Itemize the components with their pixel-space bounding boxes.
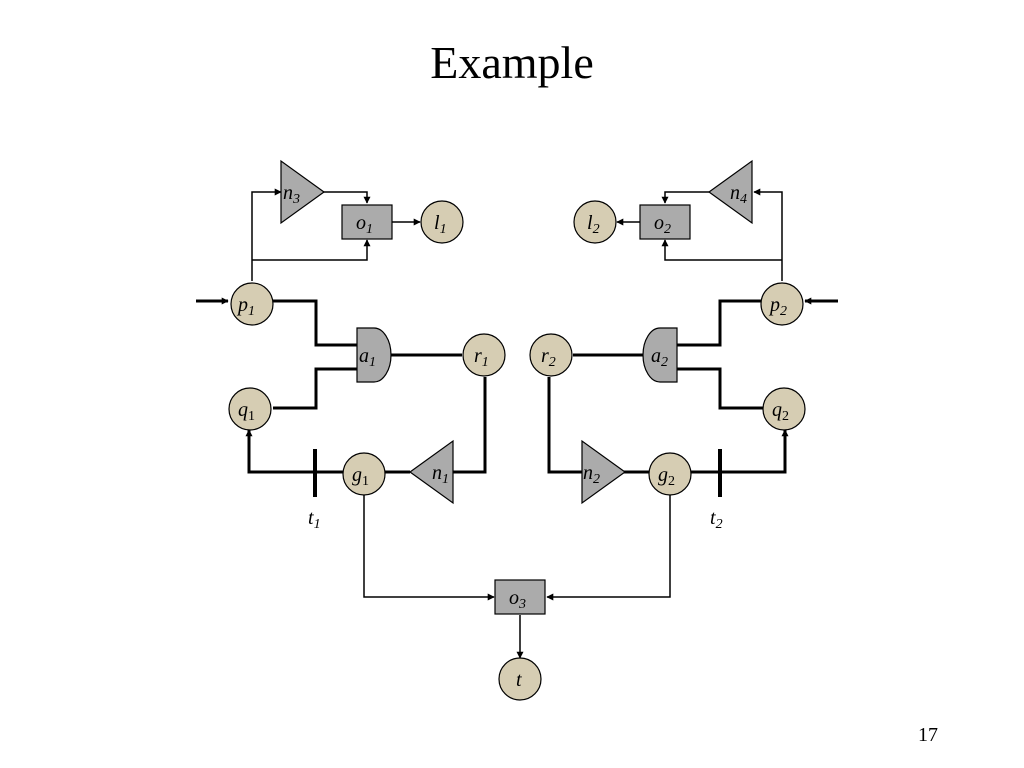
label-n2: n2 <box>583 462 600 487</box>
place-r1 <box>462 333 506 377</box>
connection-lines <box>196 188 838 659</box>
label-l1: l1 <box>434 212 447 237</box>
edge-n4-o2 <box>661 191 709 204</box>
label-g1: g1 <box>352 464 369 489</box>
label-q2: q2 <box>772 399 789 424</box>
label-g2: g2 <box>658 464 675 489</box>
edge-n3-o1 <box>323 191 371 204</box>
label-o3: o3 <box>509 587 526 612</box>
triangle-n3 <box>280 159 326 225</box>
wire-p1-a1 <box>273 299 358 347</box>
label-q1: q1 <box>238 399 255 424</box>
label-n4: n4 <box>730 182 747 207</box>
slide-title: Example <box>430 37 594 88</box>
label-t1: t1 <box>308 507 321 532</box>
box-o3 <box>494 579 546 615</box>
wire-r1-n1 <box>453 377 487 474</box>
node-labels: p1 p2 q1 q2 r1 r2 g1 g2 l1 l2 t o1 o2 o3… <box>236 182 789 691</box>
place-q2 <box>762 387 806 431</box>
label-n3: n3 <box>283 182 300 207</box>
place-p2 <box>760 282 804 326</box>
wire-q1-a1 <box>273 367 358 410</box>
place-g1 <box>342 452 386 496</box>
label-o2: o2 <box>654 212 671 237</box>
edge-p1-o1 <box>252 239 371 261</box>
place-p1 <box>230 282 274 326</box>
box-o1 <box>341 204 393 240</box>
label-o1: o1 <box>356 212 373 237</box>
and-gate-a1 <box>356 327 392 383</box>
edge-g1-o3 <box>363 495 495 601</box>
label-t: t <box>516 669 522 691</box>
wire-r2-n2 <box>547 377 582 474</box>
label-a2: a2 <box>651 345 668 370</box>
edge-p1-n3 <box>251 188 282 281</box>
wire-q2-a2 <box>677 367 763 410</box>
place-q1 <box>228 387 272 431</box>
edge-g2-o3 <box>546 495 671 601</box>
place-g2 <box>648 452 692 496</box>
label-l2: l2 <box>587 212 600 237</box>
triangle-n1 <box>408 439 454 505</box>
label-p2: p2 <box>768 294 787 319</box>
label-t2: t2 <box>710 507 723 532</box>
wire-g2-q2 <box>691 429 787 474</box>
place-l1 <box>420 200 464 244</box>
place-t <box>498 657 542 701</box>
box-o2 <box>639 204 691 240</box>
place-l2 <box>573 200 617 244</box>
label-r1: r1 <box>474 345 489 370</box>
wire-g1-q1 <box>247 429 343 474</box>
wire-p2-a2 <box>677 299 762 347</box>
label-r2: r2 <box>541 345 556 370</box>
edge-p2-n4 <box>753 188 783 281</box>
label-p1: p1 <box>236 294 255 319</box>
triangle-n4 <box>707 159 753 225</box>
place-r2 <box>529 333 573 377</box>
edge-p2-o2 <box>661 239 782 261</box>
label-n1: n1 <box>432 462 449 487</box>
triangle-n2 <box>581 439 627 505</box>
page-number: 17 <box>918 724 938 746</box>
and-gate-a2 <box>642 327 678 383</box>
label-a1: a1 <box>359 345 376 370</box>
